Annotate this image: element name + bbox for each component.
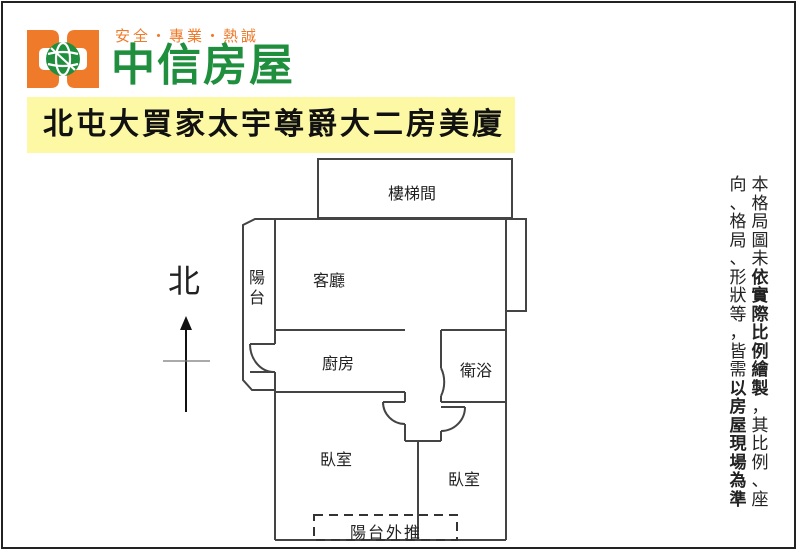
room-label-bedroom-1: 臥室 <box>320 450 353 469</box>
brand-slogan: 安全・專業・熱誠 <box>115 27 260 45</box>
disclaimer-seg: ，其比例、座 <box>751 397 769 510</box>
room-label-stairwell: 樓梯間 <box>388 184 437 203</box>
room-label-bathroom: 衛浴 <box>460 361 493 380</box>
disclaimer-seg: 向、格局、形狀等，皆需 <box>729 175 747 380</box>
brand-name: 中信房屋 <box>111 40 295 91</box>
brand-globe-icon <box>27 30 99 88</box>
listing-title: 北屯大買家太宇尊爵大二房美廈 <box>43 107 505 142</box>
disclaimer-column-1: 本格局圖未 依實際比例繪製 ，其比例、座 <box>750 176 770 509</box>
north-arrow-icon <box>163 316 210 412</box>
room-label-bedroom-2: 臥室 <box>448 470 481 489</box>
disclaimer-seg: 本格局圖未 <box>751 175 769 269</box>
room-label-kitchen: 廚房 <box>322 354 355 373</box>
title-banner: 北屯大買家太宇尊爵大二房美廈 <box>27 97 515 153</box>
room-label-balcony-extension: 陽台外推 <box>350 523 423 542</box>
room-label-living-room: 客廳 <box>313 271 346 290</box>
disclaimer-seg-bold: 以房屋現場為準 <box>729 378 747 510</box>
room-label-balcony: 陽台 <box>249 268 266 307</box>
disclaimer-seg-bold: 依實際比例繪製 <box>751 267 769 399</box>
brand-logo: 安全・專業・熱誠 中信房屋 <box>27 22 337 92</box>
disclaimer-column-2: 向、格局、形狀等，皆需 以房屋現場為準 <box>728 176 748 509</box>
north-label: 北 <box>168 262 201 300</box>
